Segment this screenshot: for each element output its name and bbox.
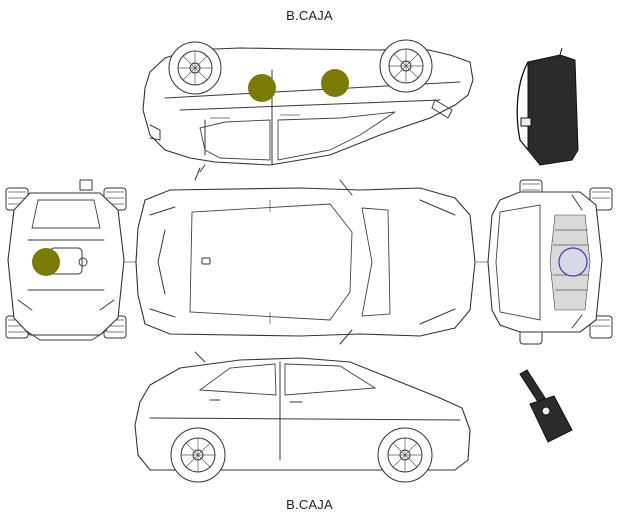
damage-marker[interactable]: [32, 248, 60, 276]
bottom-label: B.CAJA: [286, 497, 333, 512]
front-view[interactable]: [487, 179, 613, 345]
passenger-side-view[interactable]: [134, 351, 471, 483]
driver-side-view[interactable]: [142, 39, 474, 181]
damage-marker[interactable]: [248, 74, 276, 102]
car-key-icon[interactable]: [519, 369, 573, 443]
trunk-cover[interactable]: [516, 47, 579, 166]
roof-view[interactable]: [135, 179, 488, 345]
damage-marker[interactable]: [321, 69, 349, 97]
top-label: B.CAJA: [286, 8, 333, 23]
selected-marker[interactable]: [558, 247, 588, 277]
rear-view[interactable]: [5, 179, 136, 341]
